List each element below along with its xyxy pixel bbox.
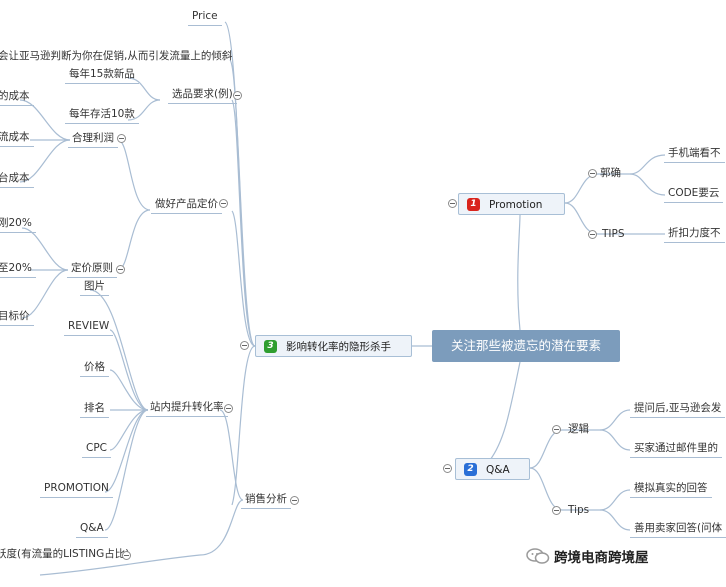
selection-item-2[interactable]: 每年存活10款 bbox=[65, 108, 139, 124]
pricing-node[interactable]: 做好产品定价 bbox=[151, 198, 222, 214]
promotion-node[interactable]: 1 Promotion bbox=[458, 193, 565, 215]
onsite-item-price[interactable]: 价格 bbox=[80, 361, 109, 377]
collapse-pricing-toggle[interactable] bbox=[219, 199, 228, 208]
root-topic[interactable]: 关注那些被遗忘的潜在要素 bbox=[432, 330, 620, 362]
qa-tips-item-1[interactable]: 模拟真实的回答 bbox=[630, 482, 712, 498]
promotion-tips-item-1[interactable]: 折扣力度不 bbox=[664, 227, 725, 243]
connector-lines bbox=[19, 21, 666, 576]
promotion-label: Promotion bbox=[489, 199, 543, 211]
priority-3-badge: 3 bbox=[264, 340, 277, 353]
collapse-hidden-killer-toggle[interactable] bbox=[240, 341, 249, 350]
collapse-promotion-toggle[interactable] bbox=[448, 199, 457, 208]
collapse-sales-analysis-toggle[interactable] bbox=[290, 496, 299, 505]
principle-item-3[interactable]: 目标价 bbox=[0, 310, 34, 326]
collapse-logic-toggle[interactable] bbox=[552, 425, 561, 434]
onsite-conversion-node[interactable]: 站内提升转化率 bbox=[146, 401, 228, 417]
profit-item-2[interactable]: 流成本 bbox=[0, 131, 34, 147]
onsite-item-promotion[interactable]: PROMOTION bbox=[40, 482, 113, 498]
collapse-pricing-principle-toggle[interactable] bbox=[116, 265, 125, 274]
collapse-selection-toggle[interactable] bbox=[233, 91, 242, 100]
collapse-onsite-conversion-toggle[interactable] bbox=[224, 404, 233, 413]
logic-item-1[interactable]: 提问后,亚马逊会发 bbox=[630, 402, 726, 418]
selection-item-1[interactable]: 每年15款新品 bbox=[65, 68, 139, 84]
xiebian-item-1[interactable]: 手机端看不 bbox=[664, 147, 725, 163]
onsite-item-review[interactable]: REVIEW bbox=[64, 320, 114, 336]
priority-1-badge: 1 bbox=[467, 198, 480, 211]
collapse-activity-toggle[interactable] bbox=[122, 551, 131, 560]
onsite-item-images[interactable]: 图片 bbox=[80, 280, 109, 296]
collapse-qa-tips-toggle[interactable] bbox=[552, 506, 561, 515]
principle-item-2[interactable]: 至20% bbox=[0, 262, 36, 278]
collapse-promotion-tips-toggle[interactable] bbox=[588, 230, 597, 239]
onsite-item-cpc[interactable]: CPC bbox=[82, 442, 111, 458]
xiebian-item-2[interactable]: CODE要云 bbox=[664, 187, 724, 203]
qa-label: Q&A bbox=[486, 464, 510, 476]
wechat-icon bbox=[526, 548, 550, 564]
qa-tips-node[interactable]: Tips bbox=[568, 504, 590, 516]
priority-2-badge: 2 bbox=[464, 463, 477, 476]
watermark-text: 跨境电商跨境屋 bbox=[554, 550, 649, 566]
mind-map-canvas: 关注那些被遗忘的潜在要素 1 Promotion 郭确 手机端看不 CODE要云… bbox=[0, 10, 726, 576]
qa-tips-item-2[interactable]: 善用卖家回答(问体 bbox=[630, 522, 726, 538]
principle-item-1[interactable]: 刚20% bbox=[0, 217, 36, 233]
logic-node[interactable]: 逻辑 bbox=[568, 423, 589, 435]
logic-item-2[interactable]: 买家通过邮件里的 bbox=[630, 442, 722, 458]
price-note[interactable]: 会让亚马逊判断为你在促销,从而引发流量上的倾斜 bbox=[0, 50, 233, 62]
selection-node[interactable]: 选品要求(例) bbox=[168, 88, 237, 104]
pricing-principle-node[interactable]: 定价原则 bbox=[67, 262, 117, 278]
hidden-killer-label: 影响转化率的隐形杀手 bbox=[286, 341, 391, 353]
profit-item-1[interactable]: 的成本 bbox=[0, 90, 34, 106]
reasonable-profit-node[interactable]: 合理利润 bbox=[68, 132, 118, 148]
onsite-item-ranking[interactable]: 排名 bbox=[80, 402, 109, 418]
collapse-qa-toggle[interactable] bbox=[443, 464, 452, 473]
hidden-killer-node[interactable]: 3 影响转化率的隐形杀手 bbox=[255, 335, 412, 357]
sales-analysis-node[interactable]: 销售分析 bbox=[241, 493, 291, 509]
collapse-reasonable-profit-toggle[interactable] bbox=[117, 134, 126, 143]
price-node[interactable]: Price bbox=[188, 10, 222, 26]
activity-node[interactable]: 跃度(有流量的LISTING占比) bbox=[0, 548, 130, 560]
qa-node[interactable]: 2 Q&A bbox=[455, 458, 530, 480]
watermark: 跨境电商跨境屋 bbox=[526, 544, 649, 568]
collapse-xiebian-toggle[interactable] bbox=[588, 169, 597, 178]
xiebian-node[interactable]: 郭确 bbox=[600, 167, 621, 179]
onsite-item-qa[interactable]: Q&A bbox=[76, 522, 108, 538]
promotion-tips-node[interactable]: TIPS bbox=[602, 228, 625, 240]
profit-item-3[interactable]: 台成本 bbox=[0, 172, 34, 188]
